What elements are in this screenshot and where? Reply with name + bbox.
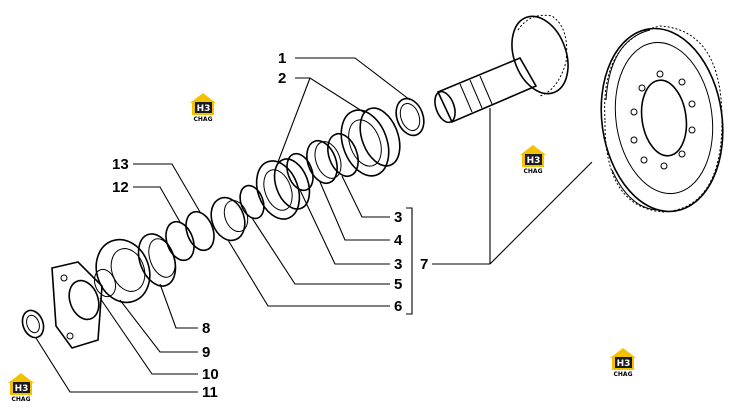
- label-13: 13: [112, 156, 129, 173]
- watermark-logo-2: H3 CHAG: [520, 145, 546, 175]
- label-7: 7: [420, 256, 428, 273]
- drive-flange: [51, 261, 103, 349]
- bearing-part-2-lower: [255, 158, 311, 220]
- ring-part-12: [165, 220, 195, 262]
- watermark-mark: H3: [617, 359, 631, 369]
- watermark-sub: CHAG: [194, 116, 213, 123]
- bearing-part-8: [137, 233, 177, 287]
- shim-part-13: [185, 210, 215, 252]
- label-3-lower: 3: [394, 256, 402, 273]
- label-1: 1: [278, 50, 286, 67]
- watermark-logo-3: H3 CHAG: [610, 348, 636, 378]
- leader-lines: [35, 57, 593, 393]
- ring-gear: [600, 25, 724, 213]
- dust-cover-part-10: [95, 238, 151, 304]
- watermark-sub: CHAG: [614, 371, 633, 378]
- watermark-mark: H3: [527, 156, 541, 166]
- pinion-shaft: [434, 14, 569, 124]
- watermark-mark: H3: [15, 384, 29, 394]
- watermark-mark: H3: [197, 104, 211, 114]
- shim-part-3-upper: [327, 132, 359, 178]
- collar-part-6: [210, 196, 249, 242]
- label-8: 8: [202, 320, 210, 337]
- label-5: 5: [394, 276, 402, 293]
- label-4: 4: [394, 232, 403, 249]
- label-2: 2: [278, 70, 286, 87]
- bearing-part-2-upper: [340, 107, 401, 177]
- ring-part-5: [239, 184, 265, 220]
- washer-part-11: [21, 309, 45, 339]
- label-9: 9: [202, 344, 210, 361]
- label-12: 12: [112, 179, 129, 196]
- snap-ring-part-1: [395, 97, 425, 137]
- watermark-sub: CHAG: [524, 168, 543, 175]
- spacer-part-4: [306, 139, 342, 185]
- watermark-logo-1: H3 CHAG: [190, 93, 216, 123]
- label-10: 10: [202, 366, 219, 383]
- label-11: 11: [202, 384, 218, 401]
- part-labels: 1 2 3 4 3 5 6 7 8 9 10 11 12 13: [112, 50, 428, 401]
- watermark-sub: CHAG: [12, 396, 31, 403]
- label-6: 6: [394, 298, 402, 315]
- label-3-upper: 3: [394, 209, 402, 226]
- watermark-logo-4: H3 CHAG: [8, 373, 34, 403]
- shim-part-3-lower: [286, 152, 314, 192]
- seal-part-9: [93, 268, 117, 298]
